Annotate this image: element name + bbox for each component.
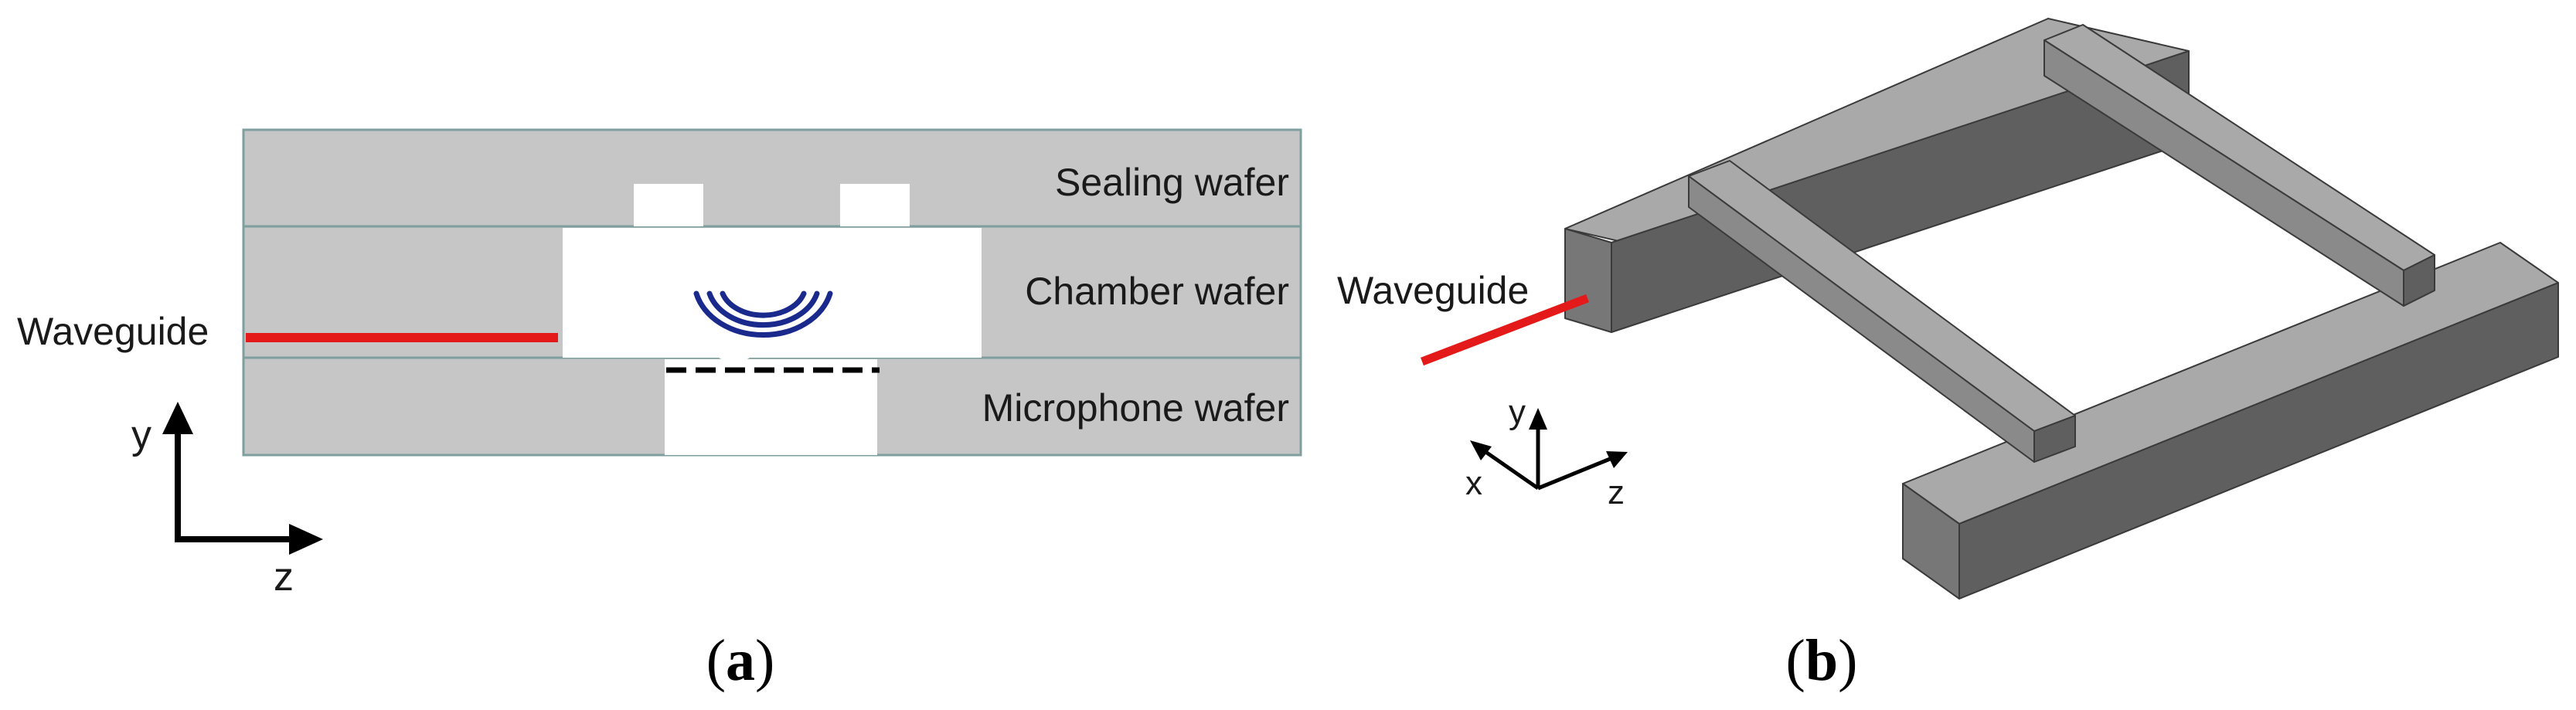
sound-waves-icon xyxy=(693,290,833,338)
waveguide-line-b xyxy=(1421,294,1589,366)
axes-yz-icon xyxy=(162,402,323,555)
axis-y-label-a: y xyxy=(131,413,151,457)
axis-x-label-b: x xyxy=(1465,464,1482,502)
waveguide-label-b: Waveguide xyxy=(1337,269,1529,312)
chamber-cavity xyxy=(563,228,982,358)
microphone-cavity xyxy=(665,359,877,455)
front-rail xyxy=(1902,242,2559,600)
panel-a: Sealing wafer Chamber wafer Microphone w… xyxy=(17,128,1302,693)
sealing-cavity-left xyxy=(634,184,703,226)
axes-xyz-icon xyxy=(1470,408,1628,491)
waveguide-label-a: Waveguide xyxy=(17,310,209,353)
axis-y-label-b: y xyxy=(1509,393,1526,431)
panel-b xyxy=(1564,18,2559,600)
sealing-wafer xyxy=(242,128,1302,228)
chamber-wafer-label: Chamber wafer xyxy=(1025,270,1289,313)
cross-bar-right xyxy=(2043,24,2435,307)
microphone-wafer-label: Microphone wafer xyxy=(982,386,1289,430)
cross-bar-left xyxy=(1688,160,2076,463)
axis-z-label-b: z xyxy=(1608,474,1625,511)
sealing-cavity-right xyxy=(840,184,910,226)
caption-a: (a) xyxy=(706,628,775,693)
sealing-wafer-label: Sealing wafer xyxy=(1055,161,1289,204)
caption-b: (b) xyxy=(1786,628,1858,693)
axis-z-label-a: z xyxy=(274,555,294,600)
